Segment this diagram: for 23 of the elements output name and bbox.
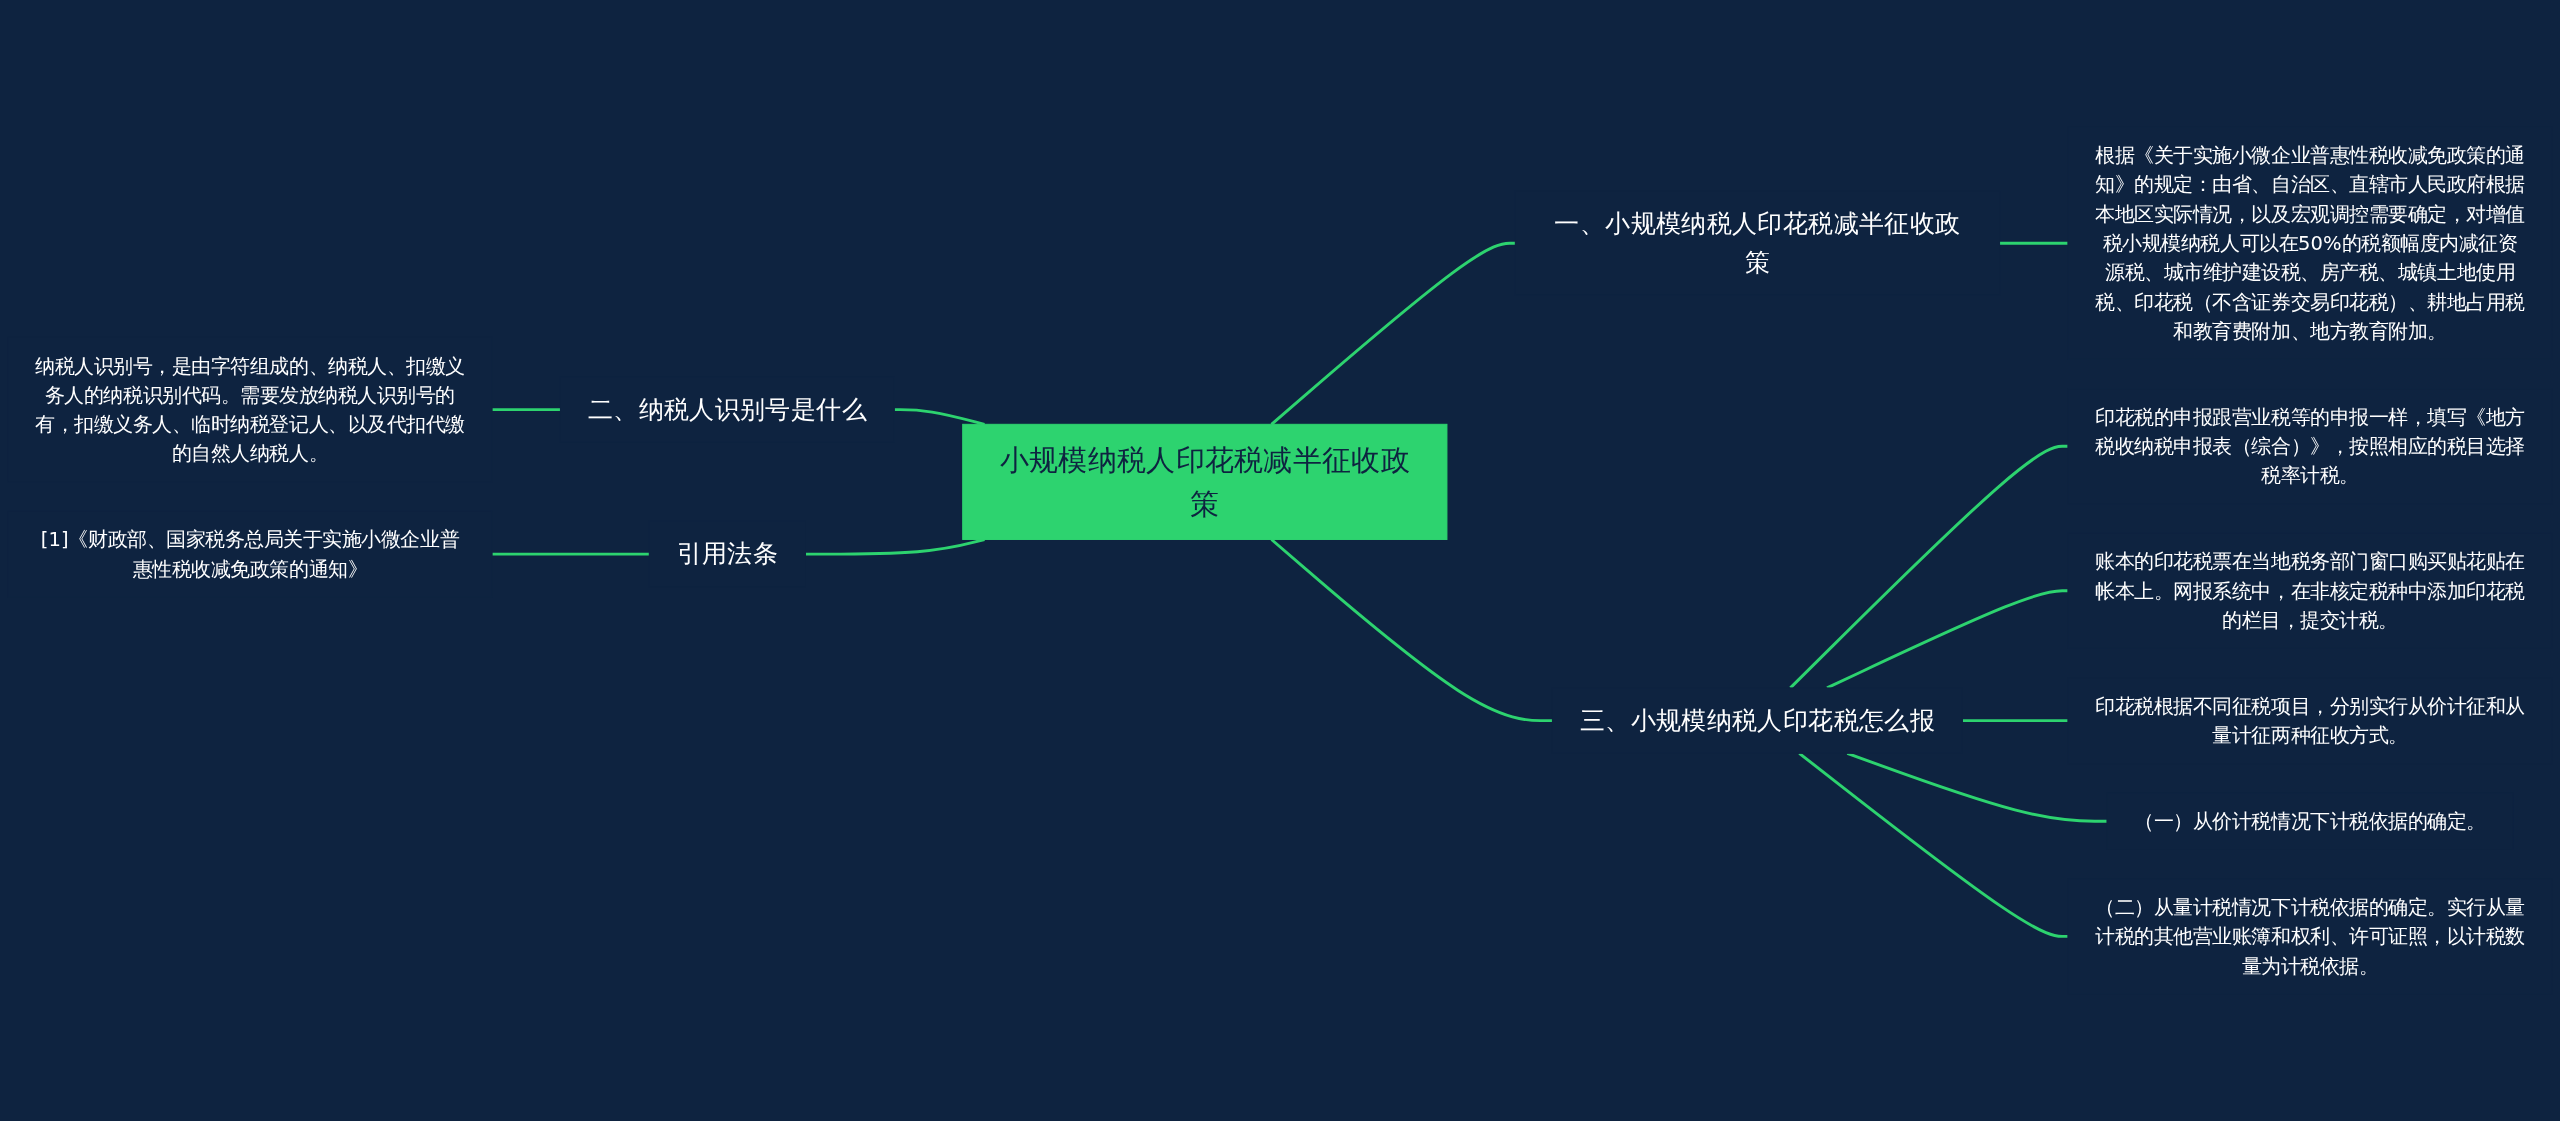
node-text: 印花税根据不同征税项目，分别实行从价计征和从量计征两种征收方式。 [2095,694,2525,747]
node-text: （二）从量计税情况下计税依据的确定。实行从量计税的其他营业账簿和权利、许可证照，以计税数量为计税依据。 [2095,895,2525,978]
node-text: 账本的印花税票在当地税务部门窗口购买贴花贴在帐本上。网报系统中，在非核定税种中添加印花税的栏目，提交计税。 [2095,549,2525,632]
node-box: 小规模纳税人印花税减半征收政策 [962,423,1448,540]
node-text: 印花税的申报跟营业税等的申报一样，填写《地方税收纳税申报表（综合）》，按照相应的税目选择税率计税。 [2095,405,2525,488]
node-text: 一、小规模纳税人印花税减半征收政策 [1554,209,1961,277]
connector [894,408,985,426]
connector [1798,752,2068,938]
connector [1270,538,1553,723]
connector [805,538,985,556]
connector [492,552,650,556]
node-text: 引用法条 [676,539,779,569]
connector [1962,719,2068,723]
node-text: （一）从价计税情况下计税依据的确定。 [2134,809,2486,833]
connector [1789,444,2068,689]
connector [1270,241,1516,426]
node-text: 三、小规模纳税人印花税怎么报 [1579,705,1936,735]
node-text: 根据《关于实施小微企业普惠性税收减免政策的通知》的规定：由省、自治区、直辖市人民政府根据本地区实际情况，以及宏观调控需要确定，对增值税小规模纳税人可以在50%的税额幅度内减征资源税、城市维护建设税、房产税、城镇土地使用税、印花税（不含证券交易印花税）、耕地占用税和教育费附加、地方教育附加。 [2095,143,2525,343]
node-text: 纳税人识别号，是由字符组成的、纳税人、扣缴义务人的纳税识别代码。需要发放纳税人识别号的有，扣缴义务人、临时纳税登记人、以及代扣代缴的自然人纳税人。 [35,354,465,466]
connector [492,408,561,412]
connector [1999,241,2068,245]
node-text: [1]《财政部、国家税务总局关于实施小微企业普惠性税收减免政策的通知》 [40,527,460,581]
node-text: 二、纳税人识别号是什么 [587,394,867,424]
